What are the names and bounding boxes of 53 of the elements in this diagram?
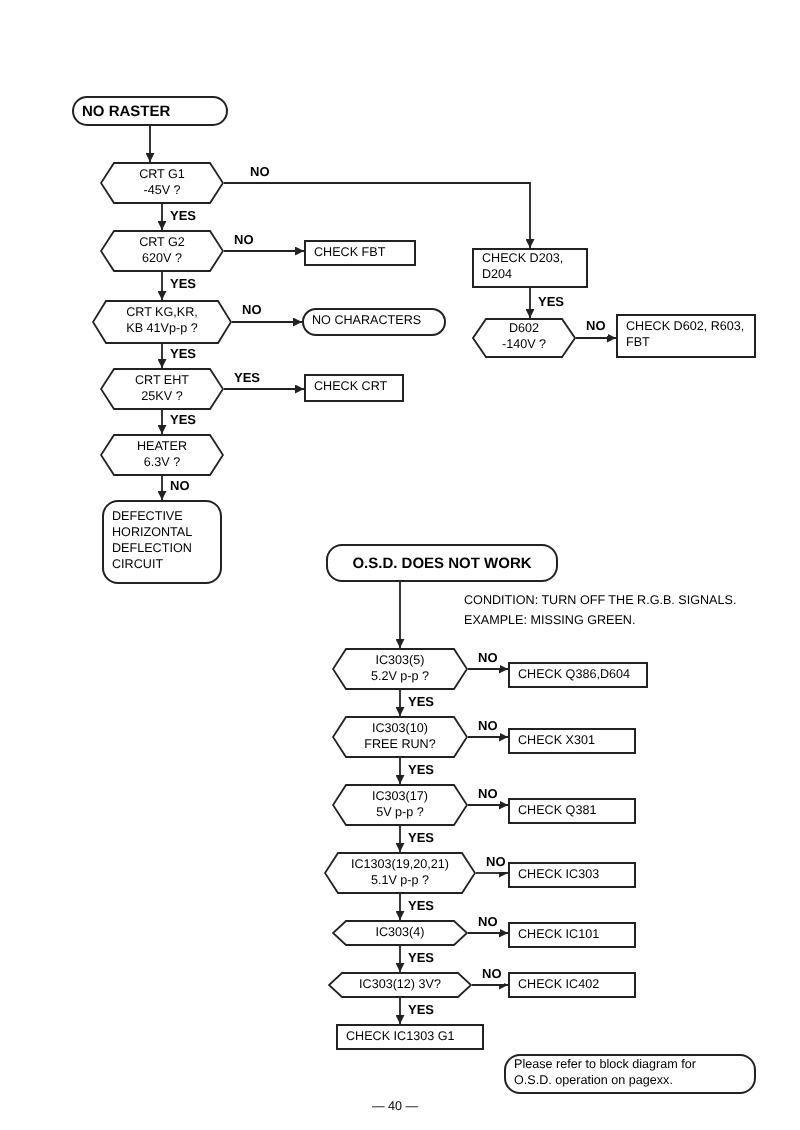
arrow	[467, 664, 509, 674]
arrow	[475, 868, 509, 878]
arrow	[525, 287, 535, 319]
arrow	[157, 475, 167, 501]
decision-hexagon	[100, 434, 224, 476]
terminal-box	[326, 544, 558, 582]
decision-hexagon	[328, 972, 472, 998]
process-box	[304, 374, 404, 402]
process-box	[508, 662, 648, 688]
decision-hexagon	[332, 716, 468, 758]
arrow	[223, 384, 305, 394]
process-box	[472, 248, 588, 288]
decision-hexagon	[472, 318, 576, 358]
arrow	[145, 125, 155, 163]
terminal-box	[102, 500, 222, 584]
arrow	[467, 928, 509, 938]
arrow	[231, 317, 303, 327]
arrow	[395, 893, 405, 921]
decision-hexagon	[92, 300, 232, 344]
process-box	[336, 1024, 484, 1050]
process-box	[508, 862, 636, 888]
decision-hexagon	[324, 852, 476, 894]
arrow	[157, 409, 167, 435]
decision-hexagon	[100, 230, 224, 272]
process-box	[304, 240, 416, 266]
process-box	[508, 972, 636, 998]
decision-hexagon	[332, 920, 468, 946]
arrow	[395, 757, 405, 785]
process-box	[616, 314, 756, 358]
process-box	[508, 728, 636, 754]
terminal-box	[302, 308, 446, 336]
decision-hexagon	[100, 162, 224, 204]
terminal-box	[72, 96, 228, 126]
arrow	[467, 732, 509, 742]
arrow	[157, 271, 167, 301]
arrow	[395, 825, 405, 853]
arrow	[157, 343, 167, 369]
process-box	[508, 798, 636, 824]
decision-hexagon	[332, 784, 468, 826]
arrow	[467, 800, 509, 810]
arrow	[223, 182, 535, 249]
arrow	[395, 689, 405, 717]
arrow	[395, 581, 405, 649]
arrow	[395, 997, 405, 1025]
arrow	[575, 333, 617, 343]
decision-hexagon	[332, 648, 468, 690]
arrow	[157, 203, 167, 231]
decision-hexagon	[100, 368, 224, 410]
terminal-box	[504, 1054, 756, 1094]
arrow	[471, 980, 509, 990]
arrow	[395, 945, 405, 973]
process-box	[508, 922, 636, 948]
arrow	[223, 246, 305, 256]
